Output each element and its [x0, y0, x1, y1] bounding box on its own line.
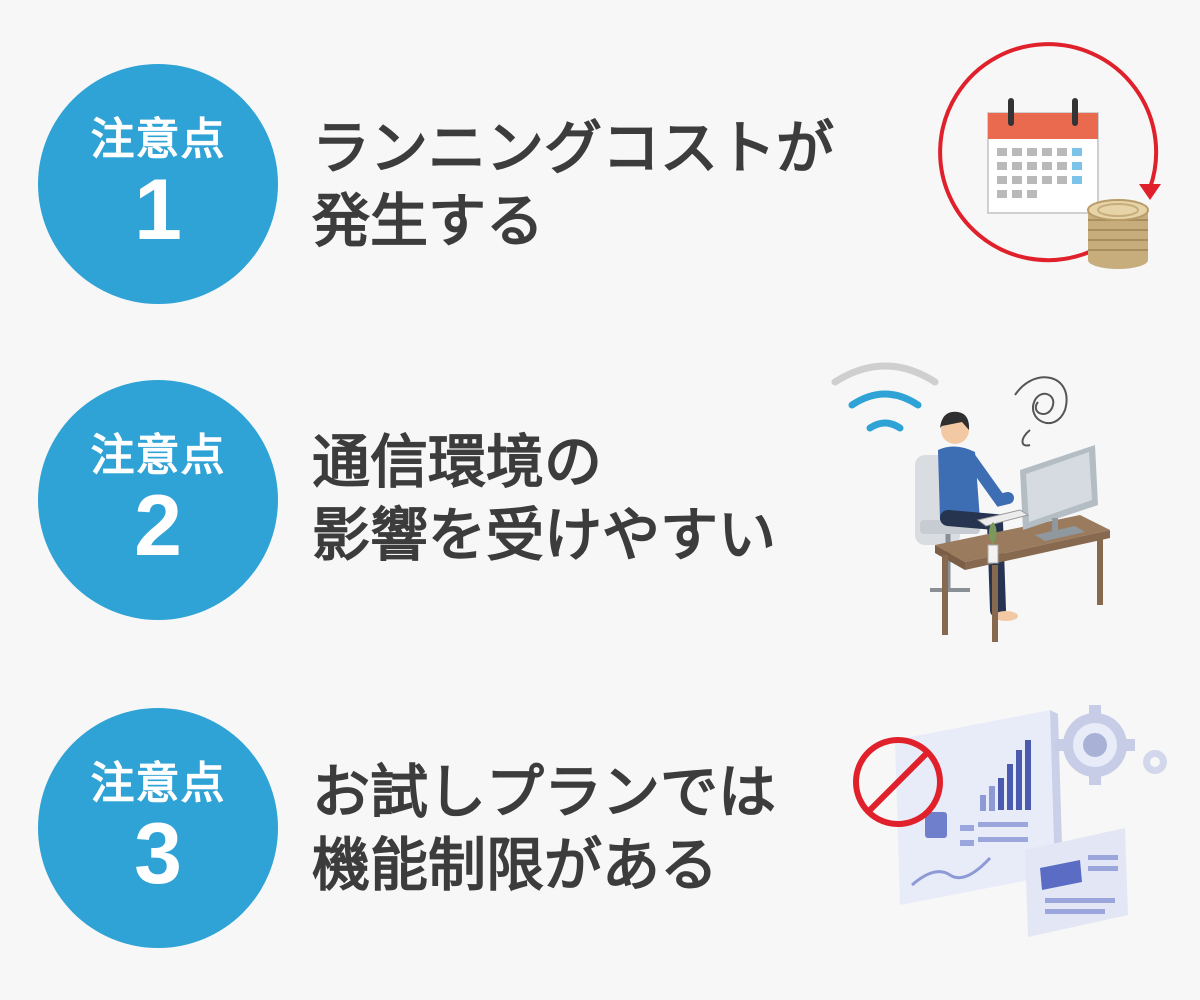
point-3-badge: 注意点 3 — [38, 708, 278, 948]
point-2-badge-label: 注意点 — [90, 429, 226, 481]
point-3-headline-line1: お試しプランでは — [312, 758, 777, 826]
point-1-number: 1 — [134, 162, 182, 259]
point-1-headline-line2: 発生する — [312, 186, 545, 255]
point-3: 注意点 3 お試しプランでは 機能制限がある — [0, 660, 1200, 960]
point-2-headline-line2: 影響を受けやすい — [312, 500, 777, 569]
point-3-headline: お試しプランでは 機能制限がある — [312, 756, 852, 901]
point-1-badge: 注意点 1 — [38, 64, 278, 304]
point-2-headline-line1: 通信環境の — [312, 428, 603, 496]
point-2-badge: 注意点 2 — [38, 380, 278, 620]
dashboard-prohibited-icon — [853, 705, 1167, 937]
point-2-number: 2 — [134, 478, 182, 575]
person-computer-wifi-icon — [831, 362, 1110, 642]
point-2: 注意点 2 通信環境の 影響を受けやすい — [0, 330, 1200, 642]
point-1-badge-label: 注意点 — [90, 113, 226, 165]
point-3-number: 3 — [134, 806, 182, 903]
calendar-coins-cycle-icon — [938, 42, 1161, 269]
point-3-headline-line2: 機能制限がある — [312, 830, 719, 899]
point-2-headline: 通信環境の 影響を受けやすい — [312, 426, 852, 571]
point-1-headline: ランニングコストが 発生する — [312, 112, 852, 257]
point-3-badge-label: 注意点 — [90, 757, 226, 809]
point-1: 注意点 1 ランニングコストが 発生する — [0, 0, 1200, 304]
point-1-headline-line1: ランニングコストが — [312, 114, 835, 182]
